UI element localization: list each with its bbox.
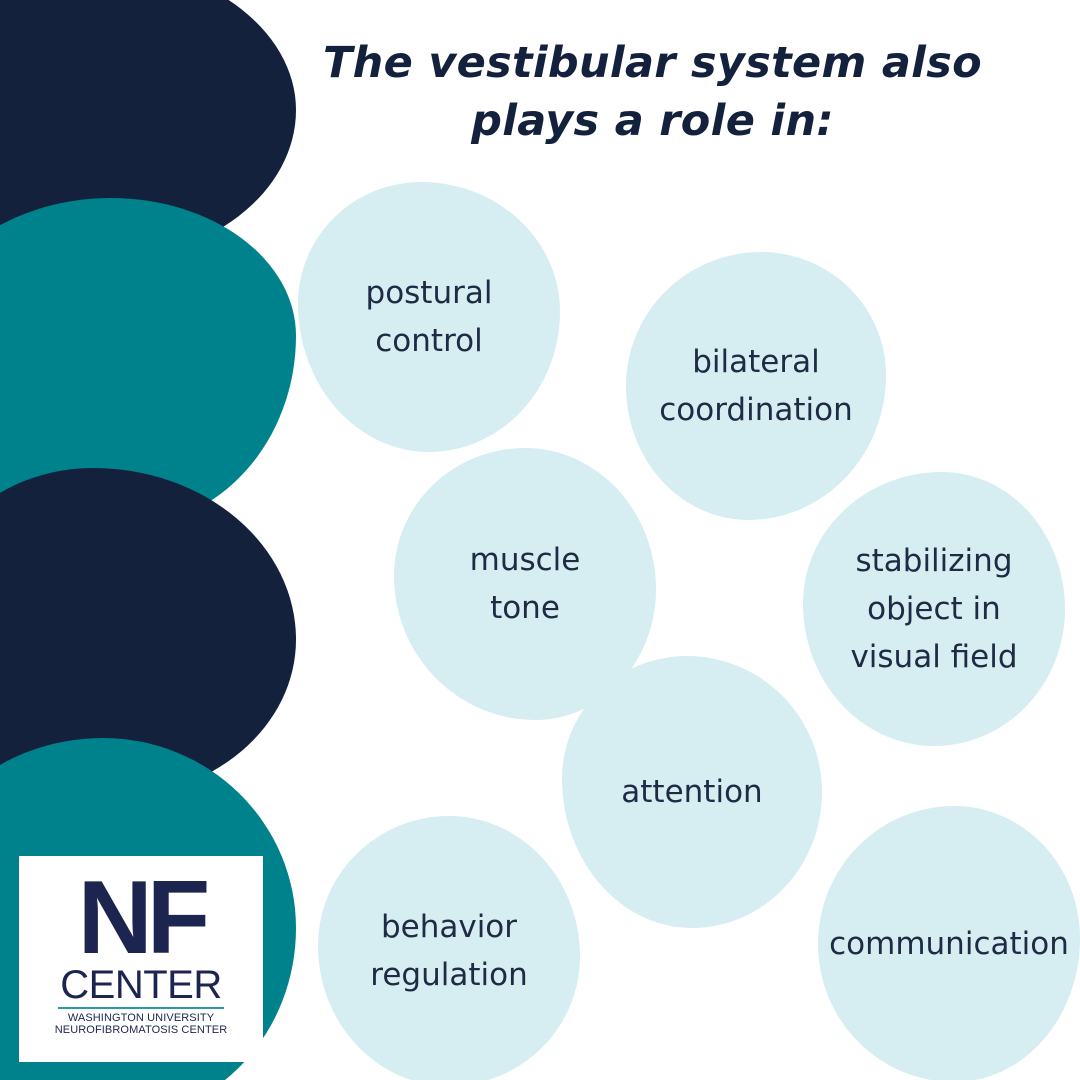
topic-bubble-muscle-tone: muscle tone — [394, 448, 656, 720]
topic-text: object in — [867, 591, 1001, 627]
topic-text: coordination — [659, 392, 853, 428]
topic-bubble-postural-control: postural control — [298, 182, 560, 452]
topic-text: muscle — [469, 542, 581, 578]
topic-bubble-stabilizing-object: stabilizing object in visual field — [803, 472, 1065, 746]
topic-bubble-attention: attention — [562, 656, 822, 928]
nf-center-logo: NF CENTER WASHINGTON UNIVERSITY NEUROFIB… — [19, 856, 263, 1062]
topic-text: stabilizing — [855, 543, 1013, 579]
logo-subtitle: WASHINGTON UNIVERSITY NEUROFIBROMATOSIS … — [55, 1012, 228, 1036]
logo-subtitle-line-1: WASHINGTON UNIVERSITY — [67, 1012, 215, 1024]
title-line-1: The vestibular system also — [323, 38, 982, 88]
page-title: The vestibular system also plays a role … — [300, 34, 1005, 150]
topic-text: postural — [365, 275, 493, 311]
logo-subtitle-line-2: NEUROFIBROMATOSIS CENTER — [54, 1024, 228, 1036]
topic-text: communication — [829, 926, 1069, 962]
logo-divider — [58, 1007, 224, 1009]
topic-text: tone — [490, 590, 560, 626]
topic-text: control — [375, 323, 483, 359]
logo-nf-mark: NF — [77, 860, 211, 976]
topic-text: attention — [621, 774, 763, 810]
title-line-2: plays a role in: — [471, 96, 834, 146]
topic-text: regulation — [370, 957, 528, 993]
topic-bubble-bilateral-coordination: bilateral coordination — [626, 252, 886, 520]
topic-bubble-behavior-regulation: behavior regulation — [318, 816, 580, 1080]
topic-text: behavior — [380, 909, 518, 945]
logo-center-text: CENTER — [60, 963, 222, 1007]
topic-bubble-communication: communication — [818, 806, 1080, 1080]
topic-text: visual field — [850, 639, 1018, 675]
topic-text: bilateral — [692, 344, 820, 380]
